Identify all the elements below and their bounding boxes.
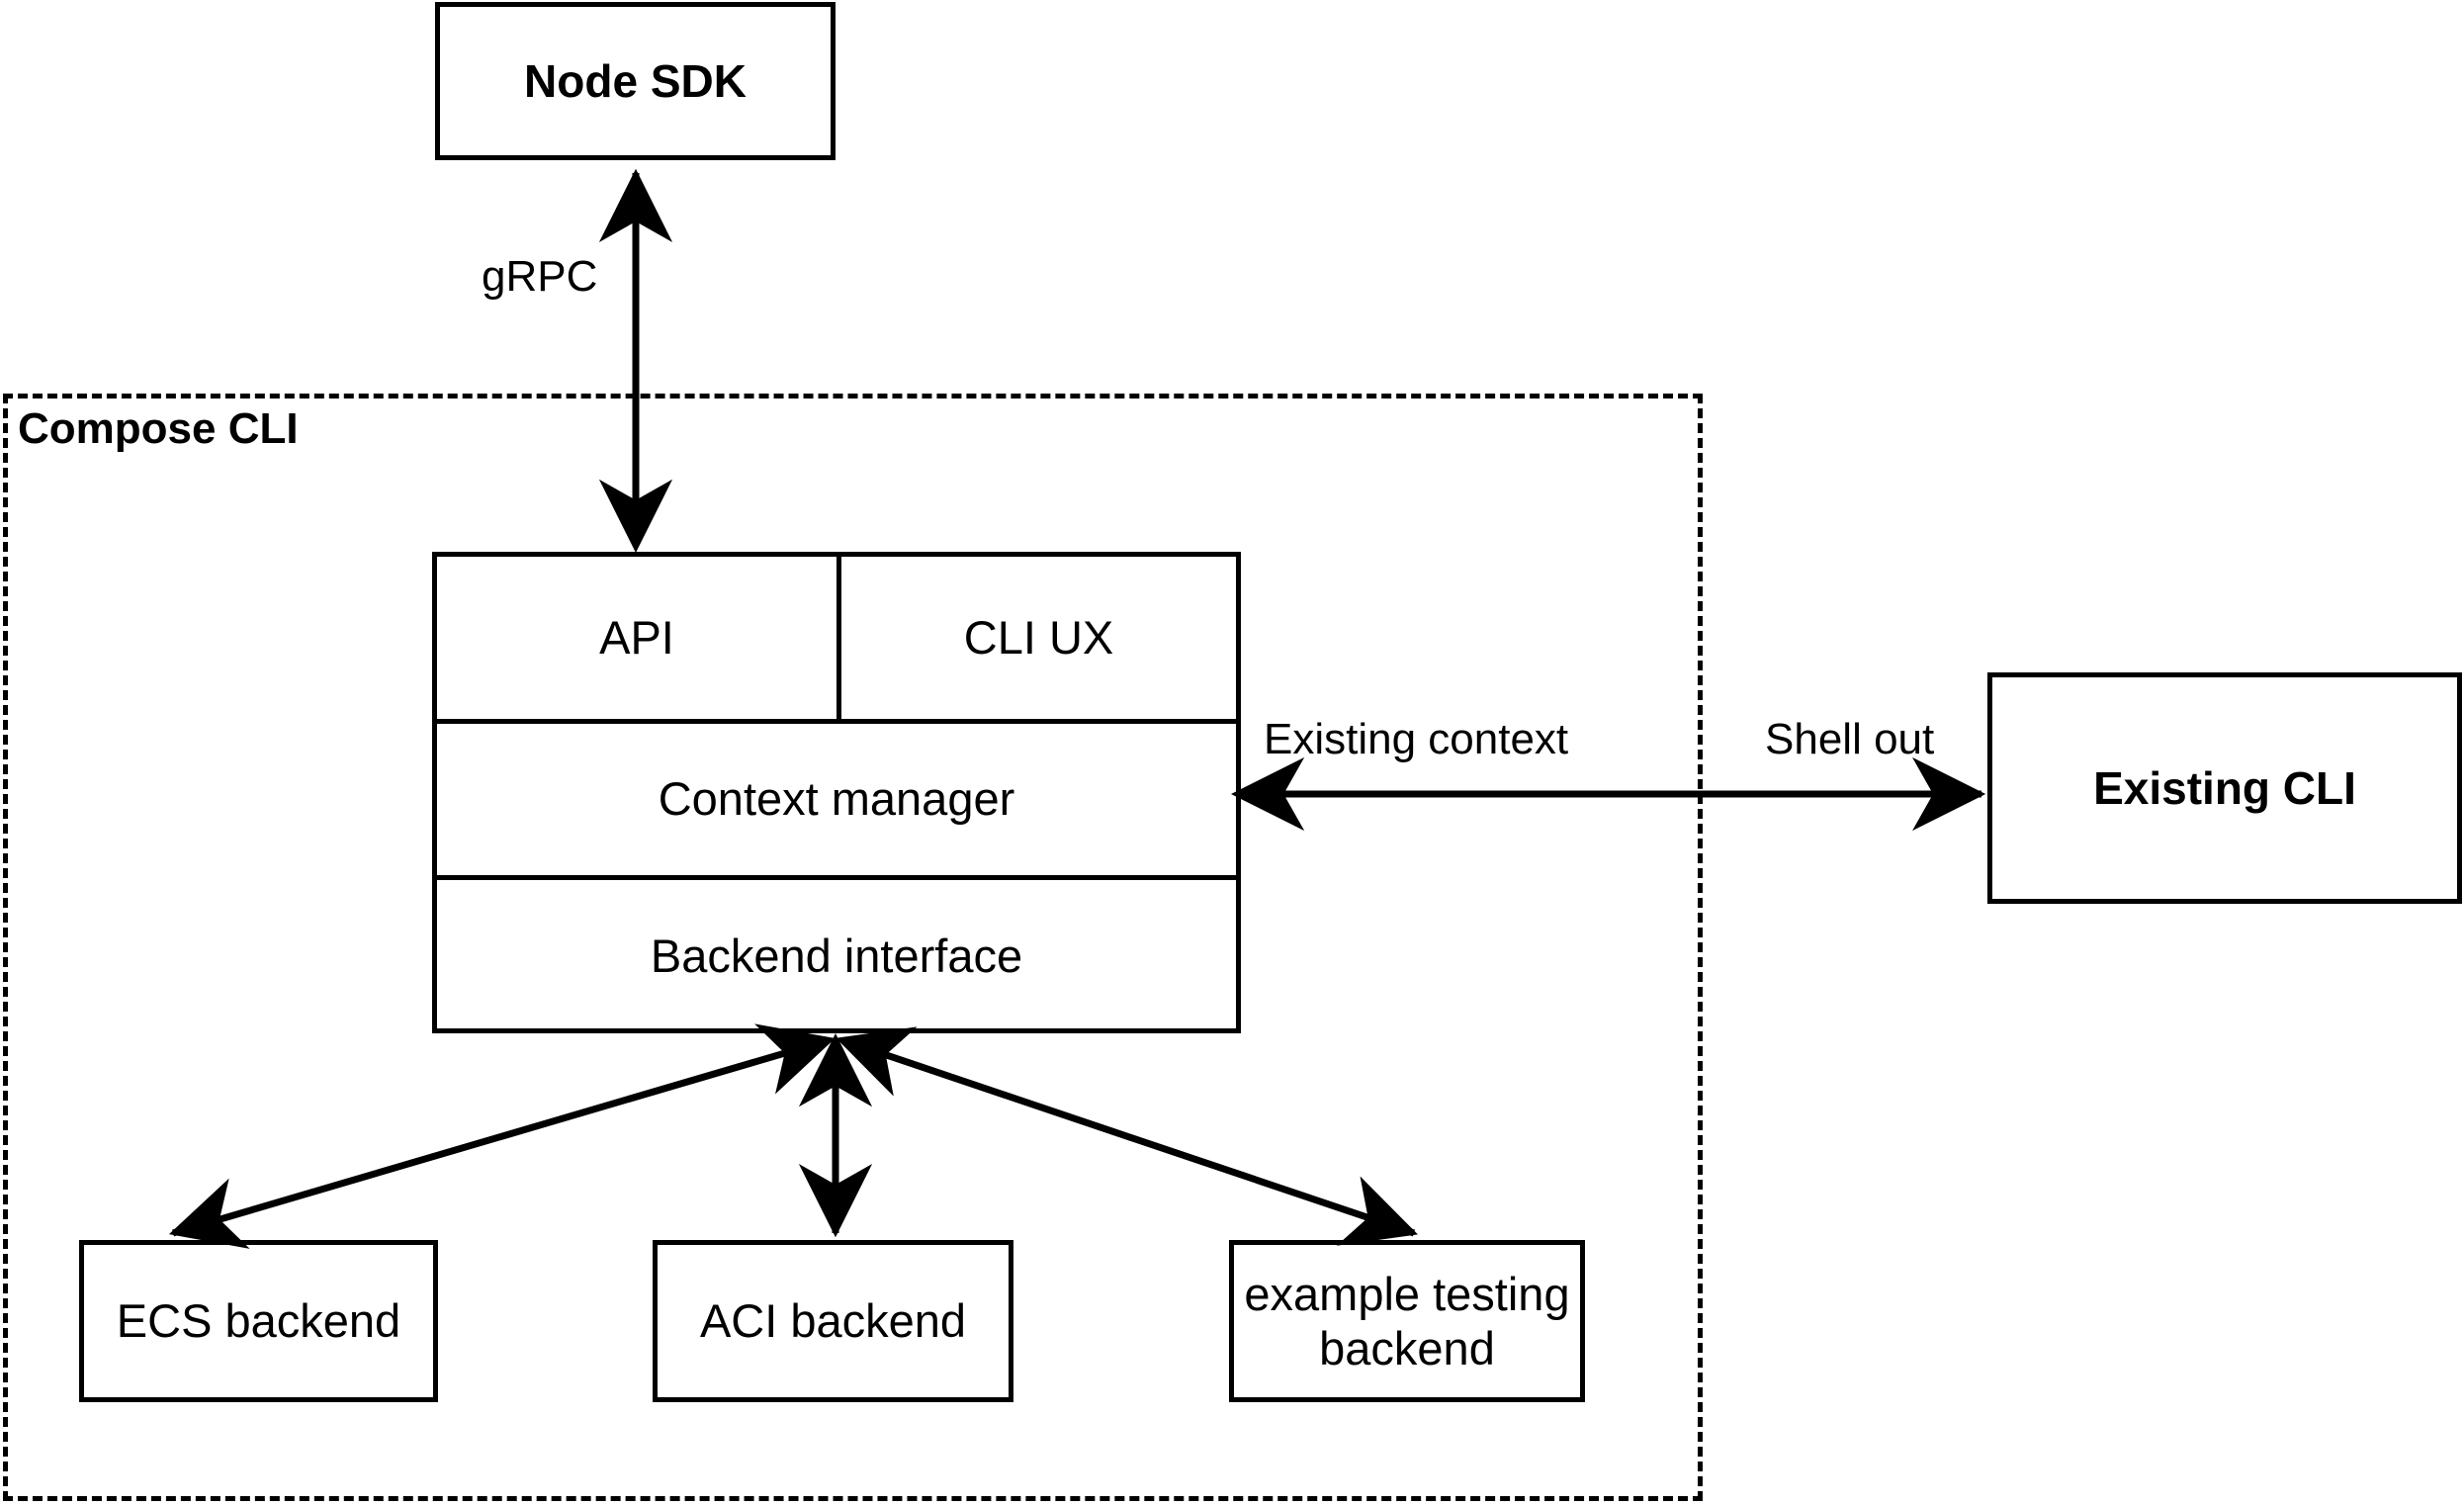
existing-cli-box[interactable]: Existing CLI: [1987, 672, 2462, 904]
ecs-backend-box[interactable]: ECS backend: [79, 1240, 438, 1402]
example-testing-backend-box[interactable]: example testing backend: [1229, 1240, 1585, 1402]
stack-cell-backend-interface[interactable]: Backend interface: [437, 880, 1236, 1033]
existing-cli-label: Existing CLI: [2093, 761, 2356, 814]
node-sdk-label: Node SDK: [524, 54, 747, 107]
aci-backend-label: ACI backend: [699, 1294, 967, 1348]
shell-out-edge-label: Shell out: [1765, 715, 1935, 763]
stack-row-backend-interface: Backend interface: [437, 875, 1236, 1033]
api-label: API: [599, 610, 674, 664]
ecs-backend-label: ECS backend: [116, 1294, 401, 1348]
compose-cli-stack: API CLI UX Context manager Backend inter…: [432, 552, 1241, 1033]
compose-cli-group-title: Compose CLI: [18, 404, 299, 453]
cli-ux-label: CLI UX: [963, 610, 1114, 664]
example-testing-backend-label: example testing backend: [1244, 1267, 1570, 1374]
stack-cell-api[interactable]: API: [437, 557, 836, 719]
stack-row-context-manager: Context manager: [437, 719, 1236, 875]
stack-cell-cli-ux[interactable]: CLI UX: [836, 557, 1236, 719]
existing-context-edge-label: Existing context: [1264, 715, 1569, 763]
aci-backend-box[interactable]: ACI backend: [653, 1240, 1013, 1402]
backend-interface-label: Backend interface: [650, 930, 1023, 983]
context-manager-label: Context manager: [658, 772, 1015, 826]
compose-cli-group-boundary: [3, 394, 1703, 1501]
grpc-edge-label: gRPC: [482, 252, 598, 301]
node-sdk-box[interactable]: Node SDK: [435, 2, 836, 160]
stack-row-api-cliux: API CLI UX: [437, 557, 1236, 719]
stack-cell-context-manager[interactable]: Context manager: [437, 724, 1236, 875]
